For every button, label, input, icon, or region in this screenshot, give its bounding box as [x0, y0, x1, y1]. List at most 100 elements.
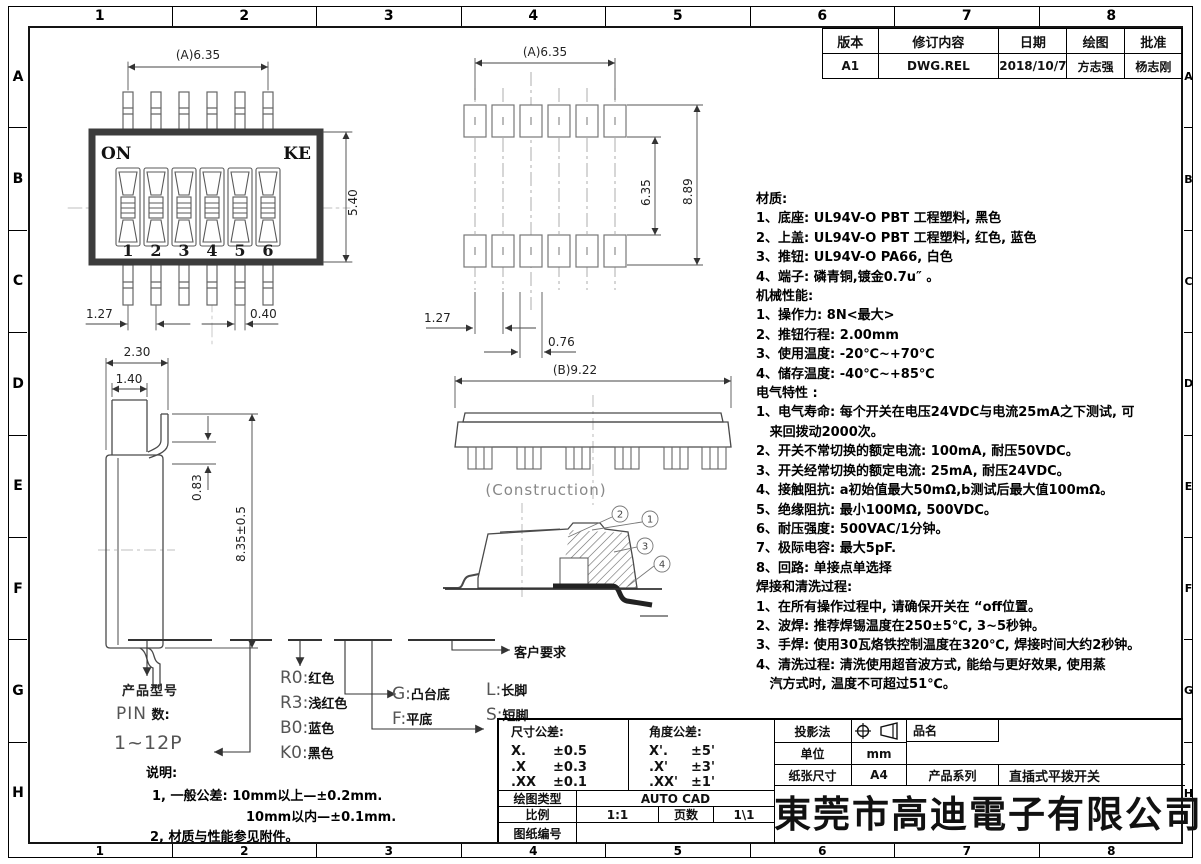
pad-layout-view: (A)6.35 6.35 8.89 1.27 0.76 [424, 45, 703, 358]
dimension-tolerance-cell: 尺寸公差: X.±0.5.X±0.3.XX±0.1 [499, 720, 629, 790]
row-label: H [1183, 786, 1194, 800]
revision-header: 批准 [1123, 28, 1184, 54]
projection-symbol [855, 722, 898, 740]
revision-header: 修订内容 [877, 28, 1000, 54]
dim-pad-outer: 8.89 [681, 178, 695, 205]
tolerance-row: X'.±5' [649, 744, 774, 760]
tolerance-value: ±5' [691, 744, 715, 759]
row-label: G [1184, 640, 1193, 743]
brand-logo: KE [283, 144, 311, 164]
row-label: C [1184, 231, 1193, 334]
pad-dimensions [426, 58, 703, 358]
tolerance-key: .XX' [649, 775, 678, 790]
revision-row: A1 DWG.REL 2018/10/7 方志强 杨志刚 [822, 53, 1184, 79]
tolerance-value: ±0.3 [553, 759, 587, 775]
base-code-item: F:平底 [392, 707, 450, 732]
spec-line: 1、在所有操作过程中, 请确保开关在 “off位置。 [756, 599, 1042, 615]
spec-line: 3、推钮: UL94V-O PA66, 白色 [756, 250, 953, 266]
revision-date: 2018/10/7 [998, 53, 1068, 79]
column-label: 3 [317, 6, 462, 26]
balloon-1: 1 [647, 515, 653, 526]
dim-side-depth: 2.30 [124, 345, 151, 359]
outer-border [8, 6, 1193, 858]
position-number: 4 [206, 241, 217, 260]
revision-header: 版本 [822, 28, 879, 54]
front-top-pins [122, 91, 274, 133]
pages-value: 1\1 [714, 806, 774, 822]
code-text: L: [486, 680, 502, 700]
column-label: 5 [606, 844, 751, 858]
code-text: K0: [280, 743, 308, 763]
column-label: 7 [895, 844, 1040, 858]
spec-line: 机械性能: [756, 289, 814, 305]
customer-requirement-label: 客户要求 [514, 646, 567, 661]
row-label: B [9, 128, 27, 231]
note-line-2: 10mm以内—±0.1mm. [246, 810, 397, 825]
angle-tolerance-cell: 角度公差: X'.±5'.X'±3'.XX'±1' [629, 720, 774, 790]
construction-caption: (Construction) [485, 481, 606, 499]
company-name: 東莞市高迪電子有限公司 [774, 792, 1201, 836]
code-label: 平底 [406, 713, 433, 728]
code-label: 蓝色 [308, 722, 335, 737]
dim-front-height: 5.40 [346, 189, 360, 216]
tolerance-key: .XX [511, 775, 536, 790]
pads [463, 104, 627, 268]
spec-line: 1、底座: UL94V-O PBT 工程塑料, 黑色 [756, 211, 1002, 227]
note-line-3: 2, 材质与性能参见附件。 [150, 830, 299, 845]
dimension-tolerance-rows: X.±0.5.X±0.3.XX±0.1 [511, 744, 628, 791]
side-view: 2.30 1.40 0.83 8.35±0.5 [98, 345, 258, 687]
revision-table: 版本 修订内容 日期 绘图 批准 A1 DWG.REL 2018/10/7 方志… [822, 28, 1184, 79]
tolerance-row: .X'±3' [649, 760, 774, 776]
spec-line: 3、开关经常切换的额定电流: 25mA, 耐压24VDC。 [756, 463, 1070, 479]
column-label: 5 [606, 6, 751, 26]
product-model-label: 产品型号 [122, 684, 179, 699]
scale-value: 1:1 [577, 806, 659, 822]
spec-line: 1、操作力: 8N<最大> [756, 308, 895, 324]
angle-tolerance-rows: X'.±5'.X'±3'.XX' ±1' [649, 744, 774, 791]
notes-title: 说明: [146, 766, 178, 781]
tolerance-value: ±1' [691, 775, 715, 790]
dim-front-pitch: 1.27 [86, 307, 113, 321]
dim-front-width: (A)6.35 [176, 48, 220, 62]
front-sliders [115, 167, 281, 247]
row-label: G [9, 640, 27, 743]
spec-line: 汽方式时, 温度不可超过51℃。 [756, 677, 956, 693]
front-bottom-pins [122, 264, 274, 306]
scale-label: 比例 [499, 806, 577, 822]
dim-side-lead: 0.83 [190, 474, 204, 501]
column-label: 1 [28, 6, 173, 26]
spec-line: 1、电气寿命: 每个开关在电压24VDC与电流25mA之下测试, 可 [756, 405, 1135, 421]
revision-drawn-by: 方志强 [1066, 53, 1125, 79]
row-label: E [1184, 436, 1193, 538]
on-label: ON [101, 144, 131, 164]
tolerance-value: ±0.5 [553, 744, 587, 759]
spec-line: 材质: [756, 192, 788, 207]
draw-type-label: 绘图类型 [499, 790, 577, 806]
position-number: 6 [262, 241, 273, 260]
product-name-label: 品名 [907, 720, 999, 742]
revision-header: 绘图 [1066, 28, 1125, 54]
front-view: ON KE 1 2 3 4 5 6 [67, 48, 360, 346]
row-label: F [1184, 538, 1193, 641]
revision-approved-by: 杨志刚 [1123, 53, 1184, 79]
position-number: 1 [122, 241, 133, 260]
balloon-3: 3 [642, 542, 648, 553]
inner-border [28, 26, 1183, 844]
column-label: 3 [317, 844, 462, 858]
tolerance-row: X.±0.5 [511, 744, 628, 760]
dimension-tolerance-label: 尺寸公差: [511, 725, 564, 739]
row-label: F [9, 538, 27, 641]
tolerance-value: ±3' [691, 759, 715, 775]
row-label: A [9, 26, 27, 129]
projection-label: 投影法 [774, 720, 852, 742]
column-label: 2 [173, 6, 317, 26]
pin-suffix: 数: [146, 708, 170, 723]
row-label: H [12, 785, 24, 802]
balloon-2: 2 [617, 510, 623, 521]
row-label: D [9, 333, 27, 436]
paper-size-label: 纸张尺寸 [774, 764, 852, 786]
